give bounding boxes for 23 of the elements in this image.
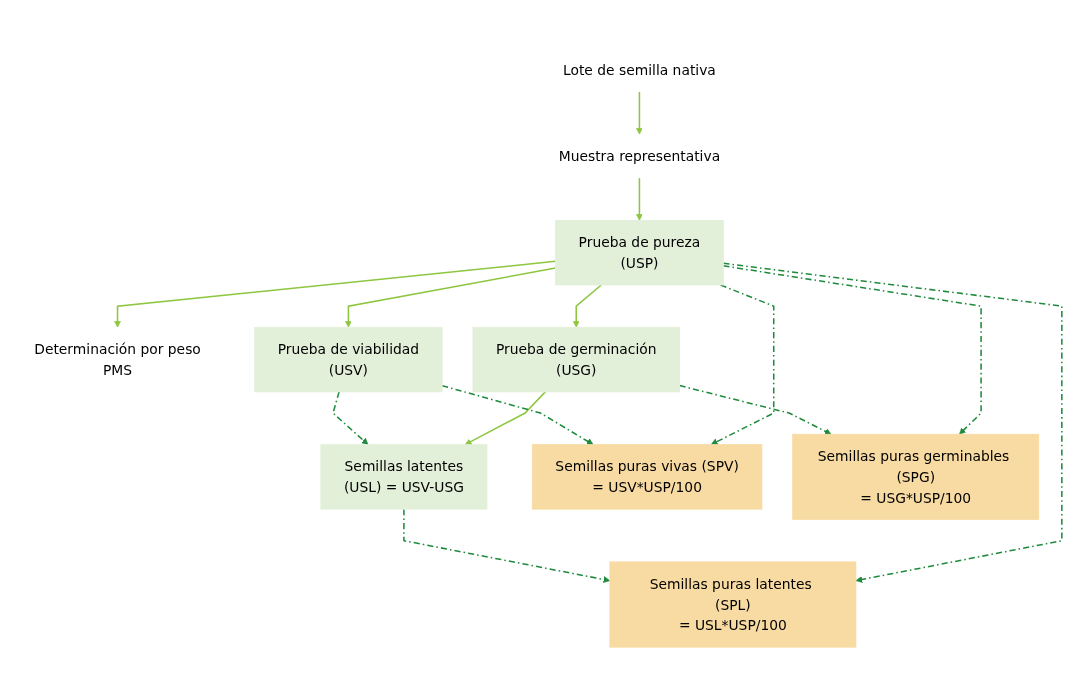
arrow: [403, 508, 611, 584]
node-text: Determinación por peso PMS: [34, 341, 201, 379]
arrow: [722, 262, 1063, 584]
node-box: Semillas puras vivas (SPV) = USV*USP/100: [531, 444, 763, 510]
arrow: [636, 177, 643, 222]
arrow: [441, 385, 594, 446]
arrow: [722, 265, 982, 435]
arrow: [345, 267, 557, 328]
node-box: Semillas puras latentes (SPL) = USL*USP/100: [609, 561, 857, 648]
arrow: [636, 91, 643, 135]
arrow: [114, 260, 557, 328]
node-box: Prueba de pureza (USP): [555, 220, 724, 286]
node-text: Muestra representativa: [558, 148, 721, 165]
arrow: [332, 391, 369, 446]
arrow: [572, 284, 602, 328]
arrow: [464, 391, 547, 446]
arrow: [710, 284, 775, 446]
arrow: [678, 385, 832, 435]
node-box: Prueba de viabilidad (USV): [254, 327, 443, 393]
node-box: Semillas latentes (USL) = USV-USG: [320, 444, 488, 510]
node-box: Semillas puras germinables (SPG) = USG*USP/100: [792, 434, 1040, 521]
node-text: Lote de semilla nativa: [563, 62, 716, 79]
node-box: Prueba de germinación (USG): [472, 327, 680, 393]
